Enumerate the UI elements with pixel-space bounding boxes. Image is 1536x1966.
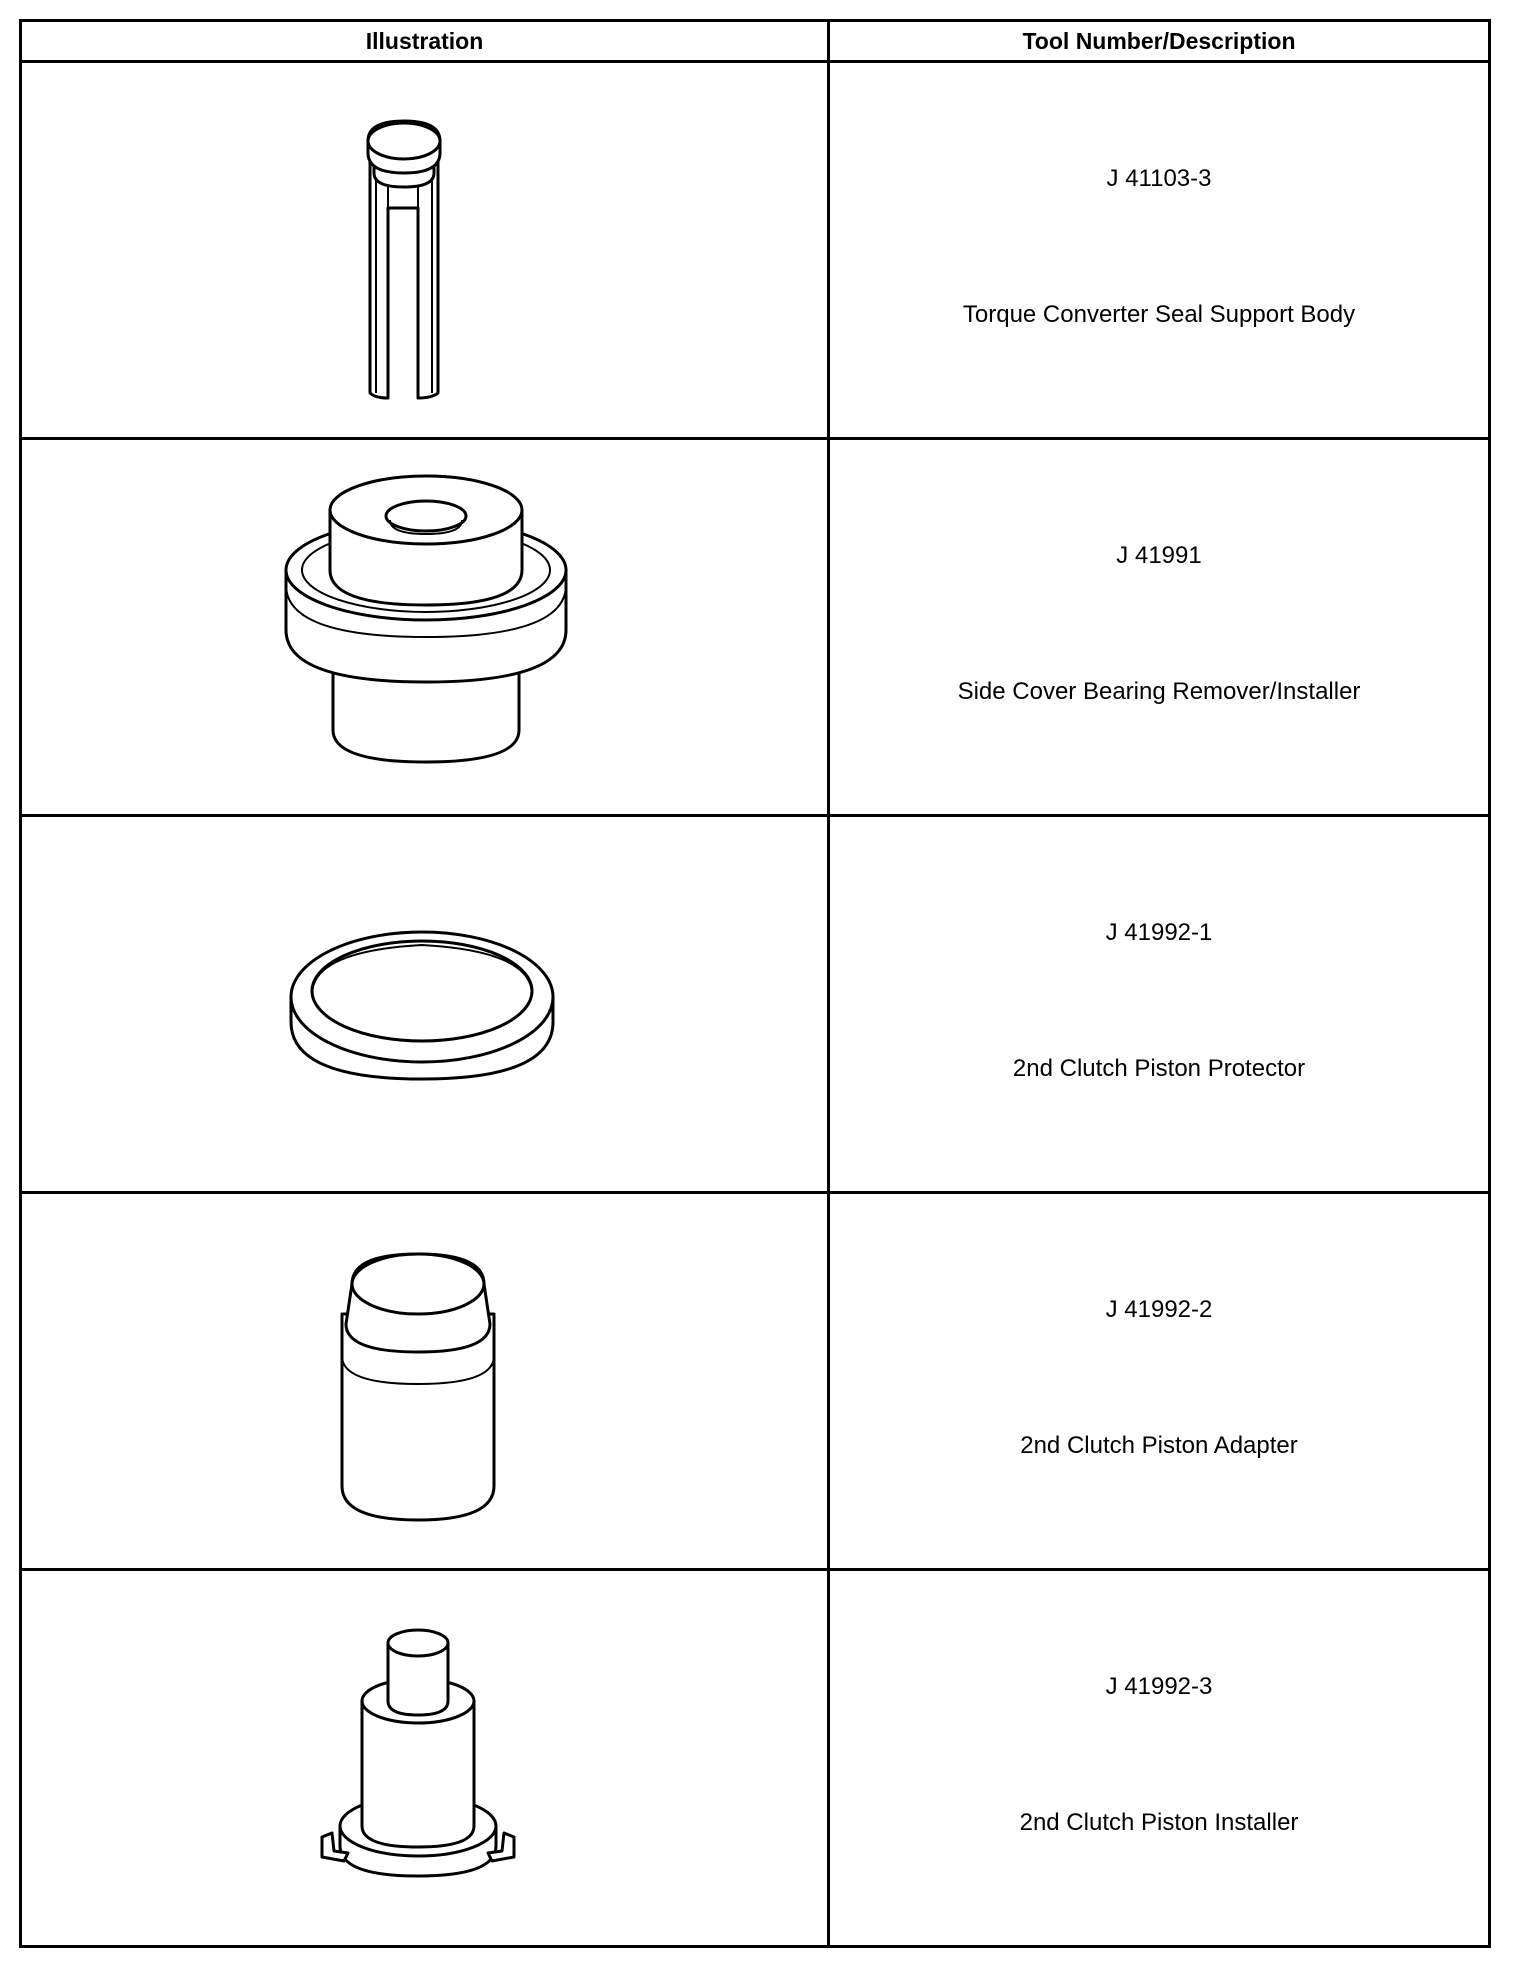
table-row: J 41992-3 2nd Clutch Piston Installer xyxy=(19,1568,1491,1948)
tool-description: Torque Converter Seal Support Body xyxy=(962,301,1356,328)
bearing-remover-installer-icon xyxy=(284,474,568,764)
description-cell: J 41992-1 2nd Clutch Piston Protector xyxy=(827,814,1491,1194)
table-row: J 41103-3 Torque Converter Seal Support … xyxy=(19,60,1491,440)
tool-description: Side Cover Bearing Remover/Installer xyxy=(957,678,1361,705)
description-cell: J 41991 Side Cover Bearing Remover/Insta… xyxy=(827,437,1491,817)
header-row: Illustration Tool Number/Description xyxy=(19,19,1491,63)
tool-number: J 41992-3 xyxy=(1105,1673,1213,1700)
tool-number: J 41991 xyxy=(1116,542,1202,569)
table-row: J 41992-2 2nd Clutch Piston Adapter xyxy=(19,1191,1491,1571)
description-cell: J 41992-3 2nd Clutch Piston Installer xyxy=(827,1568,1491,1948)
tool-description: 2nd Clutch Piston Adapter xyxy=(1020,1432,1298,1459)
description-cell: J 41992-2 2nd Clutch Piston Adapter xyxy=(827,1191,1491,1571)
description-cell: J 41103-3 Torque Converter Seal Support … xyxy=(827,60,1491,440)
table-row: J 41992-1 2nd Clutch Piston Protector xyxy=(19,814,1491,1194)
tool-description: 2nd Clutch Piston Installer xyxy=(1019,1809,1299,1836)
piston-protector-ring-icon xyxy=(289,930,555,1081)
piston-adapter-icon xyxy=(340,1252,496,1522)
tool-number: J 41103-3 xyxy=(1106,165,1212,192)
piston-installer-icon xyxy=(320,1628,516,1878)
tools-table: Illustration Tool Number/Description xyxy=(19,19,1491,1948)
tool-description: 2nd Clutch Piston Protector xyxy=(1012,1055,1306,1082)
table-row: J 41991 Side Cover Bearing Remover/Insta… xyxy=(19,437,1491,817)
illustration-cell xyxy=(19,60,830,440)
illustration-cell xyxy=(19,437,830,817)
tool-number: J 41992-1 xyxy=(1105,919,1213,946)
illustration-cell xyxy=(19,1191,830,1571)
tool-number: J 41992-2 xyxy=(1105,1296,1213,1323)
header-tool-number-description: Tool Number/Description xyxy=(827,19,1491,63)
illustration-cell xyxy=(19,814,830,1194)
illustration-cell xyxy=(19,1568,830,1948)
seal-support-body-icon xyxy=(366,119,442,400)
header-illustration: Illustration xyxy=(19,19,830,63)
